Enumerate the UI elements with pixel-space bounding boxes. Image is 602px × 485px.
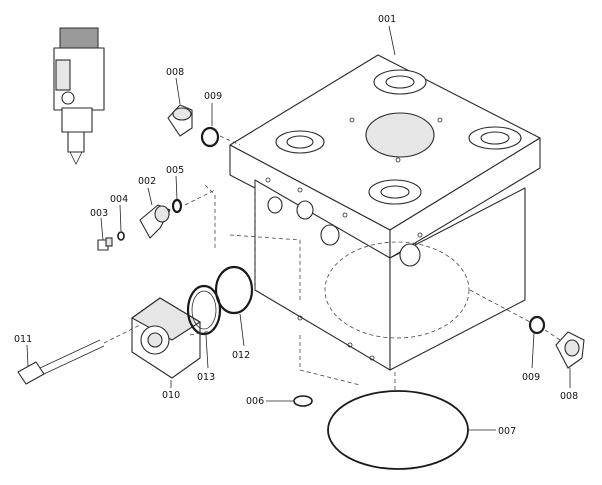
- solenoid-valve: [53, 27, 105, 165]
- cover-plate-010: [130, 297, 202, 379]
- oring-009-top: [200, 126, 220, 148]
- callout-012: 012: [232, 350, 250, 361]
- oring-007: [327, 390, 469, 470]
- callout-007: 007: [498, 426, 516, 437]
- callout-005: 005: [166, 165, 184, 176]
- washer-004: [117, 231, 125, 241]
- bolt-011: [17, 324, 141, 385]
- plug-003: [97, 237, 113, 251]
- callout-006: 006: [246, 396, 264, 407]
- valve-spool-002: [139, 204, 171, 239]
- callout-008-top: 008: [166, 67, 184, 78]
- callout-001: 001: [378, 14, 396, 25]
- oring-009-right: [528, 315, 546, 335]
- oring-006: [293, 395, 313, 407]
- callout-labels: 001 008 009 005 002 004 003 011 010 013 …: [14, 14, 578, 437]
- callout-010: 010: [162, 390, 180, 401]
- callout-004: 004: [110, 194, 128, 205]
- callout-002: 002: [138, 176, 156, 187]
- plug-008-right: [555, 331, 585, 369]
- valve-block: [204, 54, 541, 390]
- callout-009-right: 009: [522, 372, 540, 383]
- callout-003: 003: [90, 208, 108, 219]
- oring-012: [214, 265, 254, 315]
- plug-008-top: [167, 104, 193, 137]
- callout-011: 011: [14, 334, 32, 345]
- callout-008-right: 008: [560, 391, 578, 402]
- oring-005: [171, 198, 183, 214]
- callout-009-top: 009: [204, 91, 222, 102]
- callout-013: 013: [197, 372, 215, 383]
- oring-013: [186, 284, 222, 336]
- leader-lines: [26, 25, 571, 431]
